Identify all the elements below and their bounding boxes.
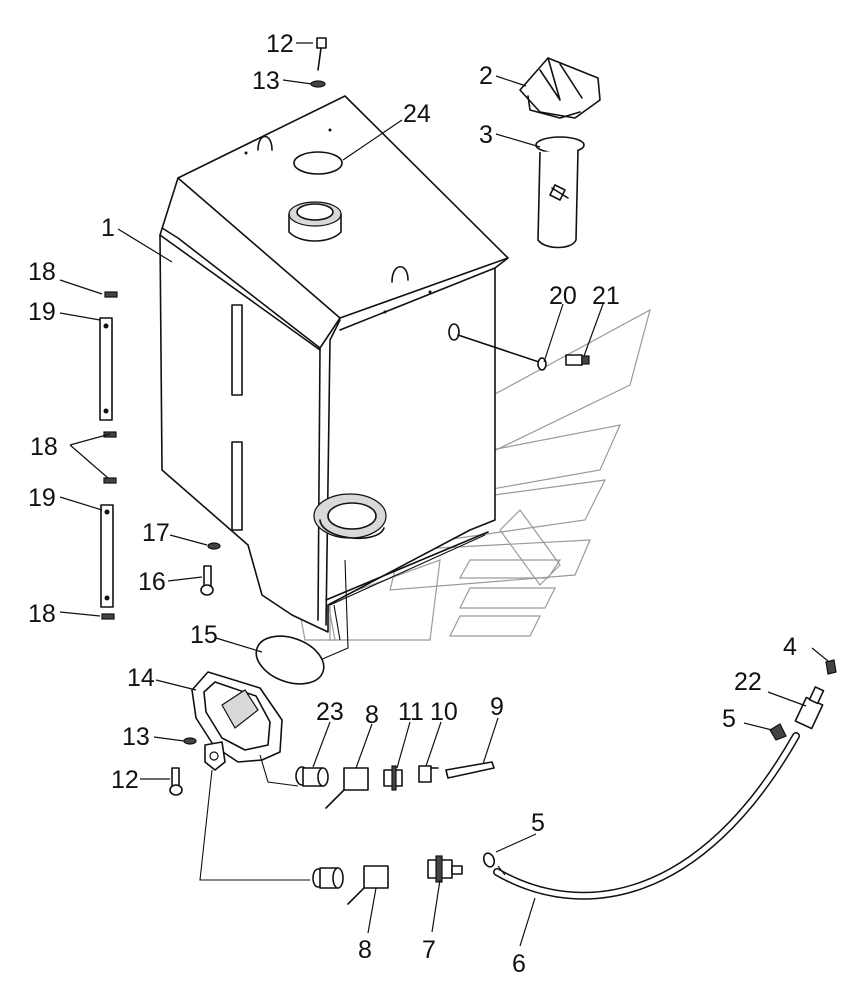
callout-5-upper: 5 <box>722 705 736 733</box>
sensor-plate <box>191 671 299 787</box>
callout-17: 17 <box>142 519 170 547</box>
callout-10: 10 <box>430 698 458 726</box>
callout-22: 22 <box>734 668 762 696</box>
callout-13-lower: 13 <box>122 723 150 751</box>
strap-set-upper <box>99 291 118 438</box>
callout-4: 4 <box>783 633 797 661</box>
callout-3: 3 <box>479 121 493 149</box>
connector-upper <box>325 767 369 809</box>
callout-8-upper: 8 <box>365 701 379 729</box>
plate-bolt-and-washer <box>169 737 197 796</box>
pipe-stub <box>445 761 495 779</box>
connector-lower <box>347 865 389 905</box>
callout-2: 2 <box>479 62 493 90</box>
callout-16: 16 <box>138 568 166 596</box>
hose-end-fittings <box>769 659 837 741</box>
callout-7: 7 <box>422 936 436 964</box>
strap-set-lower <box>100 477 117 620</box>
callout-19-upper: 19 <box>28 298 56 326</box>
union-fitting <box>383 765 403 791</box>
top-bolt-and-washer <box>310 37 327 88</box>
small-elbow <box>418 765 439 783</box>
callout-12-lower: 12 <box>111 766 139 794</box>
hose-assembly <box>482 732 800 900</box>
callout-24: 24 <box>403 100 431 128</box>
callout-8-lower: 8 <box>358 936 372 964</box>
callout-18-last: 18 <box>28 600 56 628</box>
callout-1: 1 <box>101 214 115 242</box>
callout-21: 21 <box>592 282 620 310</box>
straight-union <box>427 855 463 883</box>
filler-strainer <box>535 136 585 249</box>
callout-13-top: 13 <box>252 67 280 95</box>
callout-11: 11 <box>398 698 424 726</box>
sensor-gasket <box>255 635 325 685</box>
adapter-fitting-lower <box>312 867 344 889</box>
callout-18-first: 18 <box>28 258 56 286</box>
callout-9: 9 <box>490 693 504 721</box>
callout-leaders <box>59 42 829 947</box>
callout-6: 6 <box>512 950 526 978</box>
callout-12-top: 12 <box>266 30 294 58</box>
callout-19-lower: 19 <box>28 484 56 512</box>
callout-numbers: 12 13 24 2 3 1 18 19 18 19 18 17 16 15 1… <box>28 30 797 978</box>
callout-23: 23 <box>316 698 344 726</box>
assembly-leader <box>199 769 310 881</box>
callout-18-middle: 18 <box>30 433 58 461</box>
fuel-tank-body <box>159 95 509 661</box>
callout-14: 14 <box>127 664 155 692</box>
callout-5-lower: 5 <box>531 809 545 837</box>
filler-cap <box>519 57 601 119</box>
callout-20: 20 <box>549 282 577 310</box>
vent-fitting <box>448 323 590 371</box>
side-bolt-and-washer <box>200 542 221 596</box>
callout-15: 15 <box>190 621 218 649</box>
adapter-fitting <box>295 766 329 787</box>
